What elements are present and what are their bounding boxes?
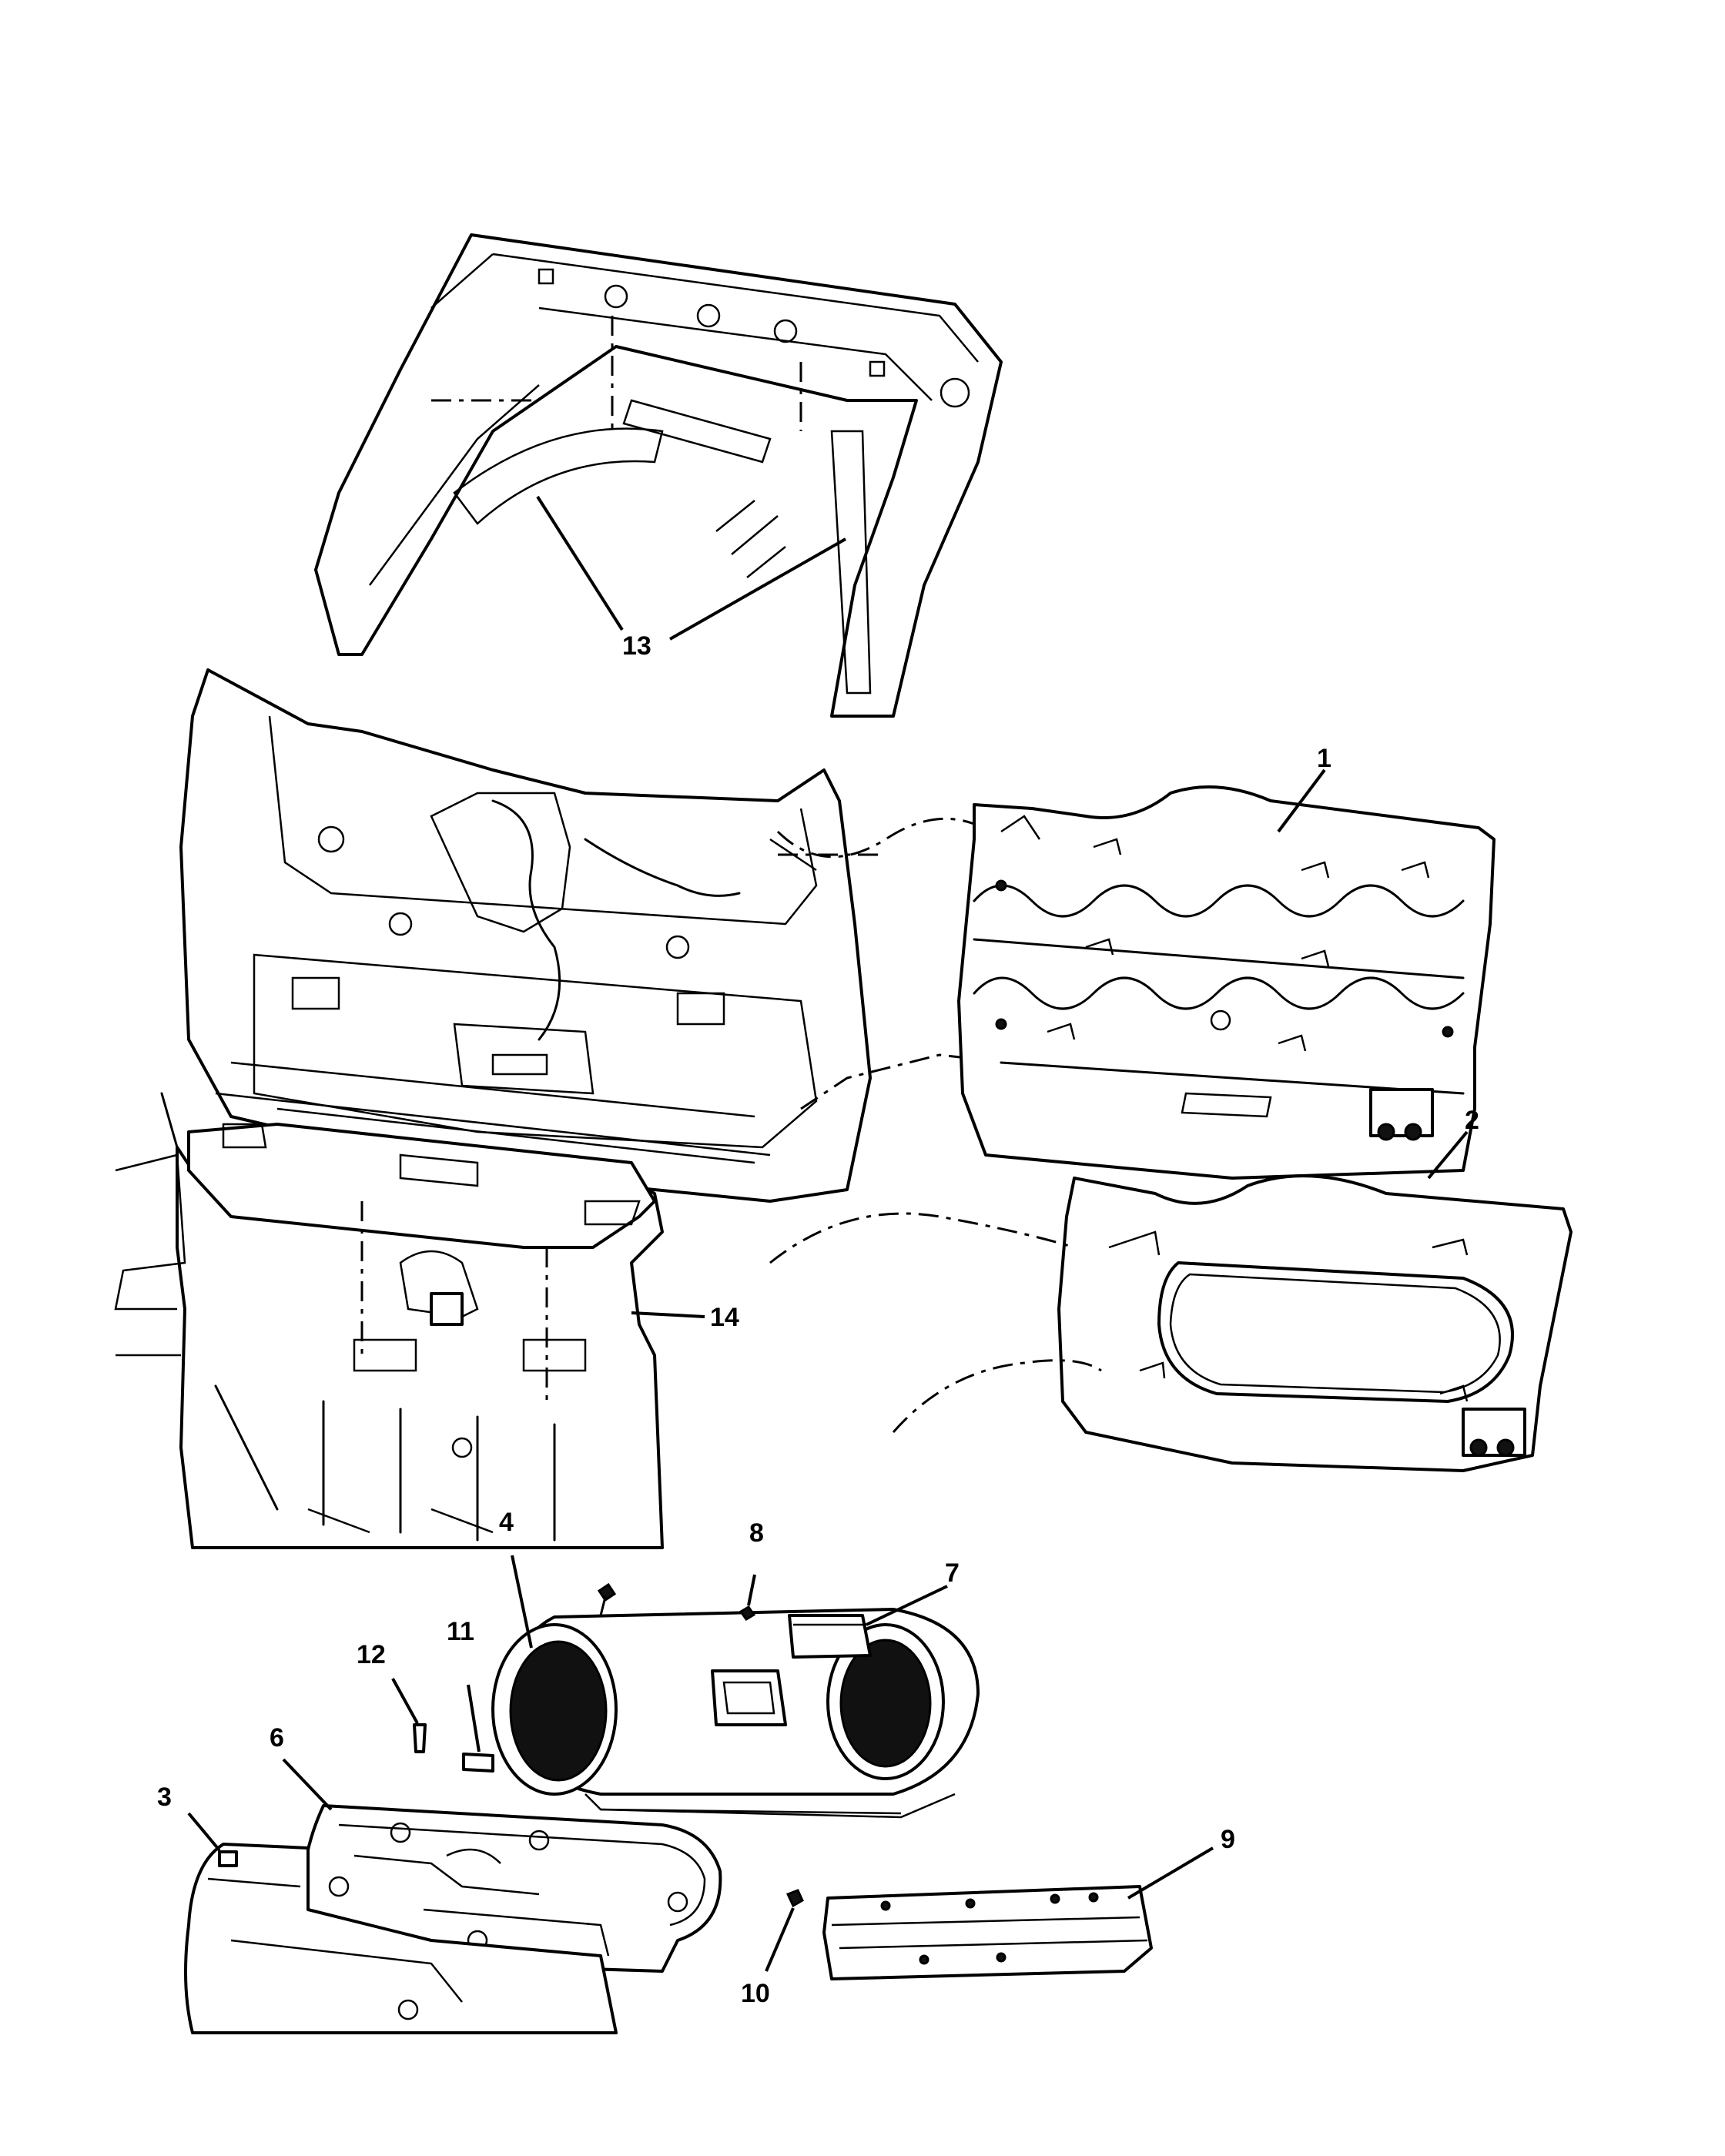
panel2-attachment-lower bbox=[892, 1359, 1102, 1433]
speaker-cover-outer bbox=[184, 1843, 618, 2034]
callout-2: 2 bbox=[1465, 1106, 1479, 1135]
cover6-leader bbox=[282, 1758, 333, 1811]
panel1-leader bbox=[1277, 768, 1326, 833]
callout-10: 10 bbox=[741, 1979, 770, 2008]
mounting-bracket bbox=[822, 1846, 1214, 1980]
trim-panel-upper bbox=[957, 785, 1496, 1180]
nut-10 bbox=[765, 1889, 804, 1972]
callout-8: 8 bbox=[749, 1518, 764, 1548]
liftgate-inner-body bbox=[114, 1092, 664, 1549]
trim-panel-speaker bbox=[1057, 1174, 1573, 1472]
speaker-enclosure bbox=[491, 1608, 980, 1819]
clip-11 bbox=[462, 1684, 494, 1773]
callout-7: 7 bbox=[945, 1558, 960, 1588]
callout-14: 14 bbox=[710, 1303, 739, 1332]
pin-12 bbox=[391, 1678, 427, 1753]
speaker-leader bbox=[511, 1555, 533, 1649]
callout-6: 6 bbox=[270, 1723, 284, 1753]
callout-9: 9 bbox=[1221, 1825, 1235, 1854]
hardware-bolts bbox=[597, 1574, 756, 1622]
panel2-attachment-upper bbox=[769, 1212, 1075, 1264]
cover3-leader bbox=[187, 1812, 221, 1852]
liftgate-inner-lower bbox=[179, 668, 872, 1203]
callout-12: 12 bbox=[357, 1640, 386, 1669]
callout-3: 3 bbox=[157, 1783, 172, 1812]
callout-11: 11 bbox=[447, 1617, 474, 1646]
callout-1: 1 bbox=[1317, 744, 1331, 773]
panel2-leader bbox=[1427, 1130, 1469, 1180]
amplifier-module bbox=[788, 1585, 948, 1659]
panel14-leader bbox=[631, 1311, 705, 1318]
liftgate-frame-upper bbox=[314, 233, 1003, 718]
panel1-attachment-lines bbox=[776, 817, 975, 1110]
weatherstrip-leaders bbox=[536, 495, 846, 641]
callout-13: 13 bbox=[622, 631, 651, 661]
callout-4: 4 bbox=[499, 1508, 514, 1537]
